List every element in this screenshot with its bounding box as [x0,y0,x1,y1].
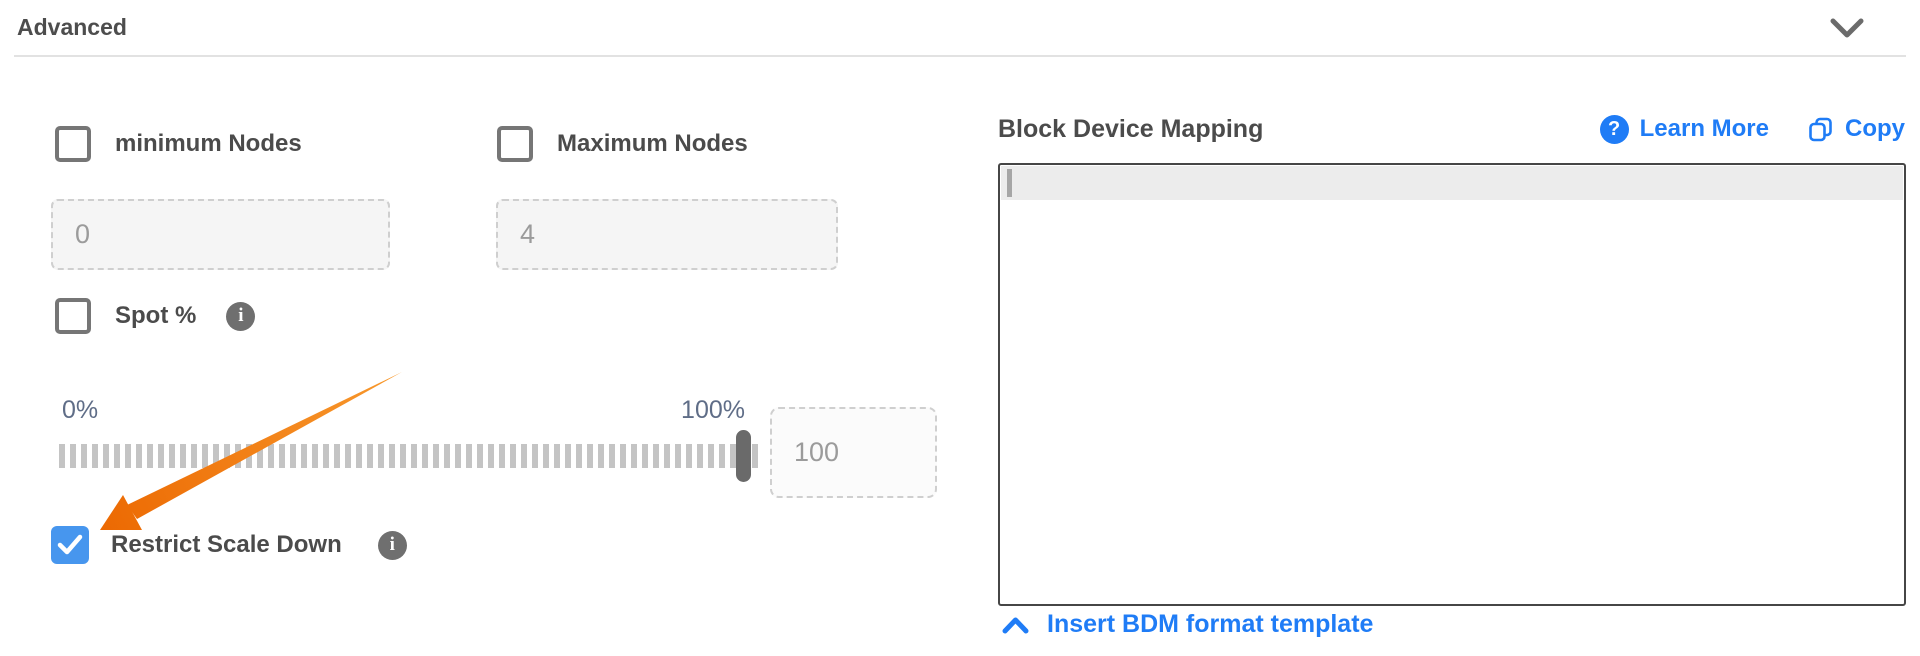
editor-caret [1007,169,1012,197]
restrict-scale-down-info-icon[interactable]: i [377,530,407,560]
chevron-down-icon[interactable] [1830,17,1864,39]
question-circle-icon: ? [1599,114,1629,144]
checkmark-icon [57,534,83,555]
spot-percent-slider-track[interactable] [59,444,759,468]
bdm-editor[interactable] [998,163,1906,606]
editor-active-line [1001,166,1903,200]
minimum-nodes-label: minimum Nodes [115,130,302,157]
spot-percent-info-icon[interactable]: i [226,301,256,331]
advanced-section-title: Advanced [17,14,127,40]
copy-button[interactable]: Copy [1807,115,1905,143]
block-device-mapping-title: Block Device Mapping [998,114,1264,143]
insert-bdm-template-link[interactable]: Insert BDM format template [1002,610,1373,639]
spot-percent-slider-thumb[interactable] [736,430,751,482]
insert-bdm-template-label: Insert BDM format template [1047,610,1374,638]
copy-icon [1809,117,1832,141]
minimum-nodes-group: minimum Nodes [55,126,302,162]
spot-percent-value-input[interactable] [770,407,937,498]
learn-more-link[interactable]: ? Learn More [1599,114,1769,144]
slider-min-label: 0% [62,396,99,424]
advanced-accordion-header[interactable]: Advanced [14,0,1906,57]
maximum-nodes-input[interactable] [496,199,838,270]
copy-label: Copy [1845,115,1905,142]
restrict-scale-down-label: Restrict Scale Down [111,531,342,558]
spot-percent-group: Spot % i [55,298,256,334]
slider-max-label: 100% [681,396,745,424]
spot-percent-checkbox[interactable] [55,298,91,334]
learn-more-label: Learn More [1639,115,1769,142]
restrict-scale-down-group: Restrict Scale Down i [51,526,407,564]
minimum-nodes-checkbox[interactable] [55,126,91,162]
chevron-up-icon [1002,617,1029,633]
restrict-scale-down-checkbox[interactable] [51,526,89,564]
bdm-header-links: ? Learn More Copy [1599,114,1905,144]
block-device-mapping-header: Block Device Mapping ? Learn More Copy [998,105,1905,153]
maximum-nodes-group: Maximum Nodes [497,126,748,162]
minimum-nodes-input[interactable] [51,199,390,270]
spot-percent-label: Spot % [115,302,197,329]
maximum-nodes-label: Maximum Nodes [557,130,748,157]
maximum-nodes-checkbox[interactable] [497,126,533,162]
